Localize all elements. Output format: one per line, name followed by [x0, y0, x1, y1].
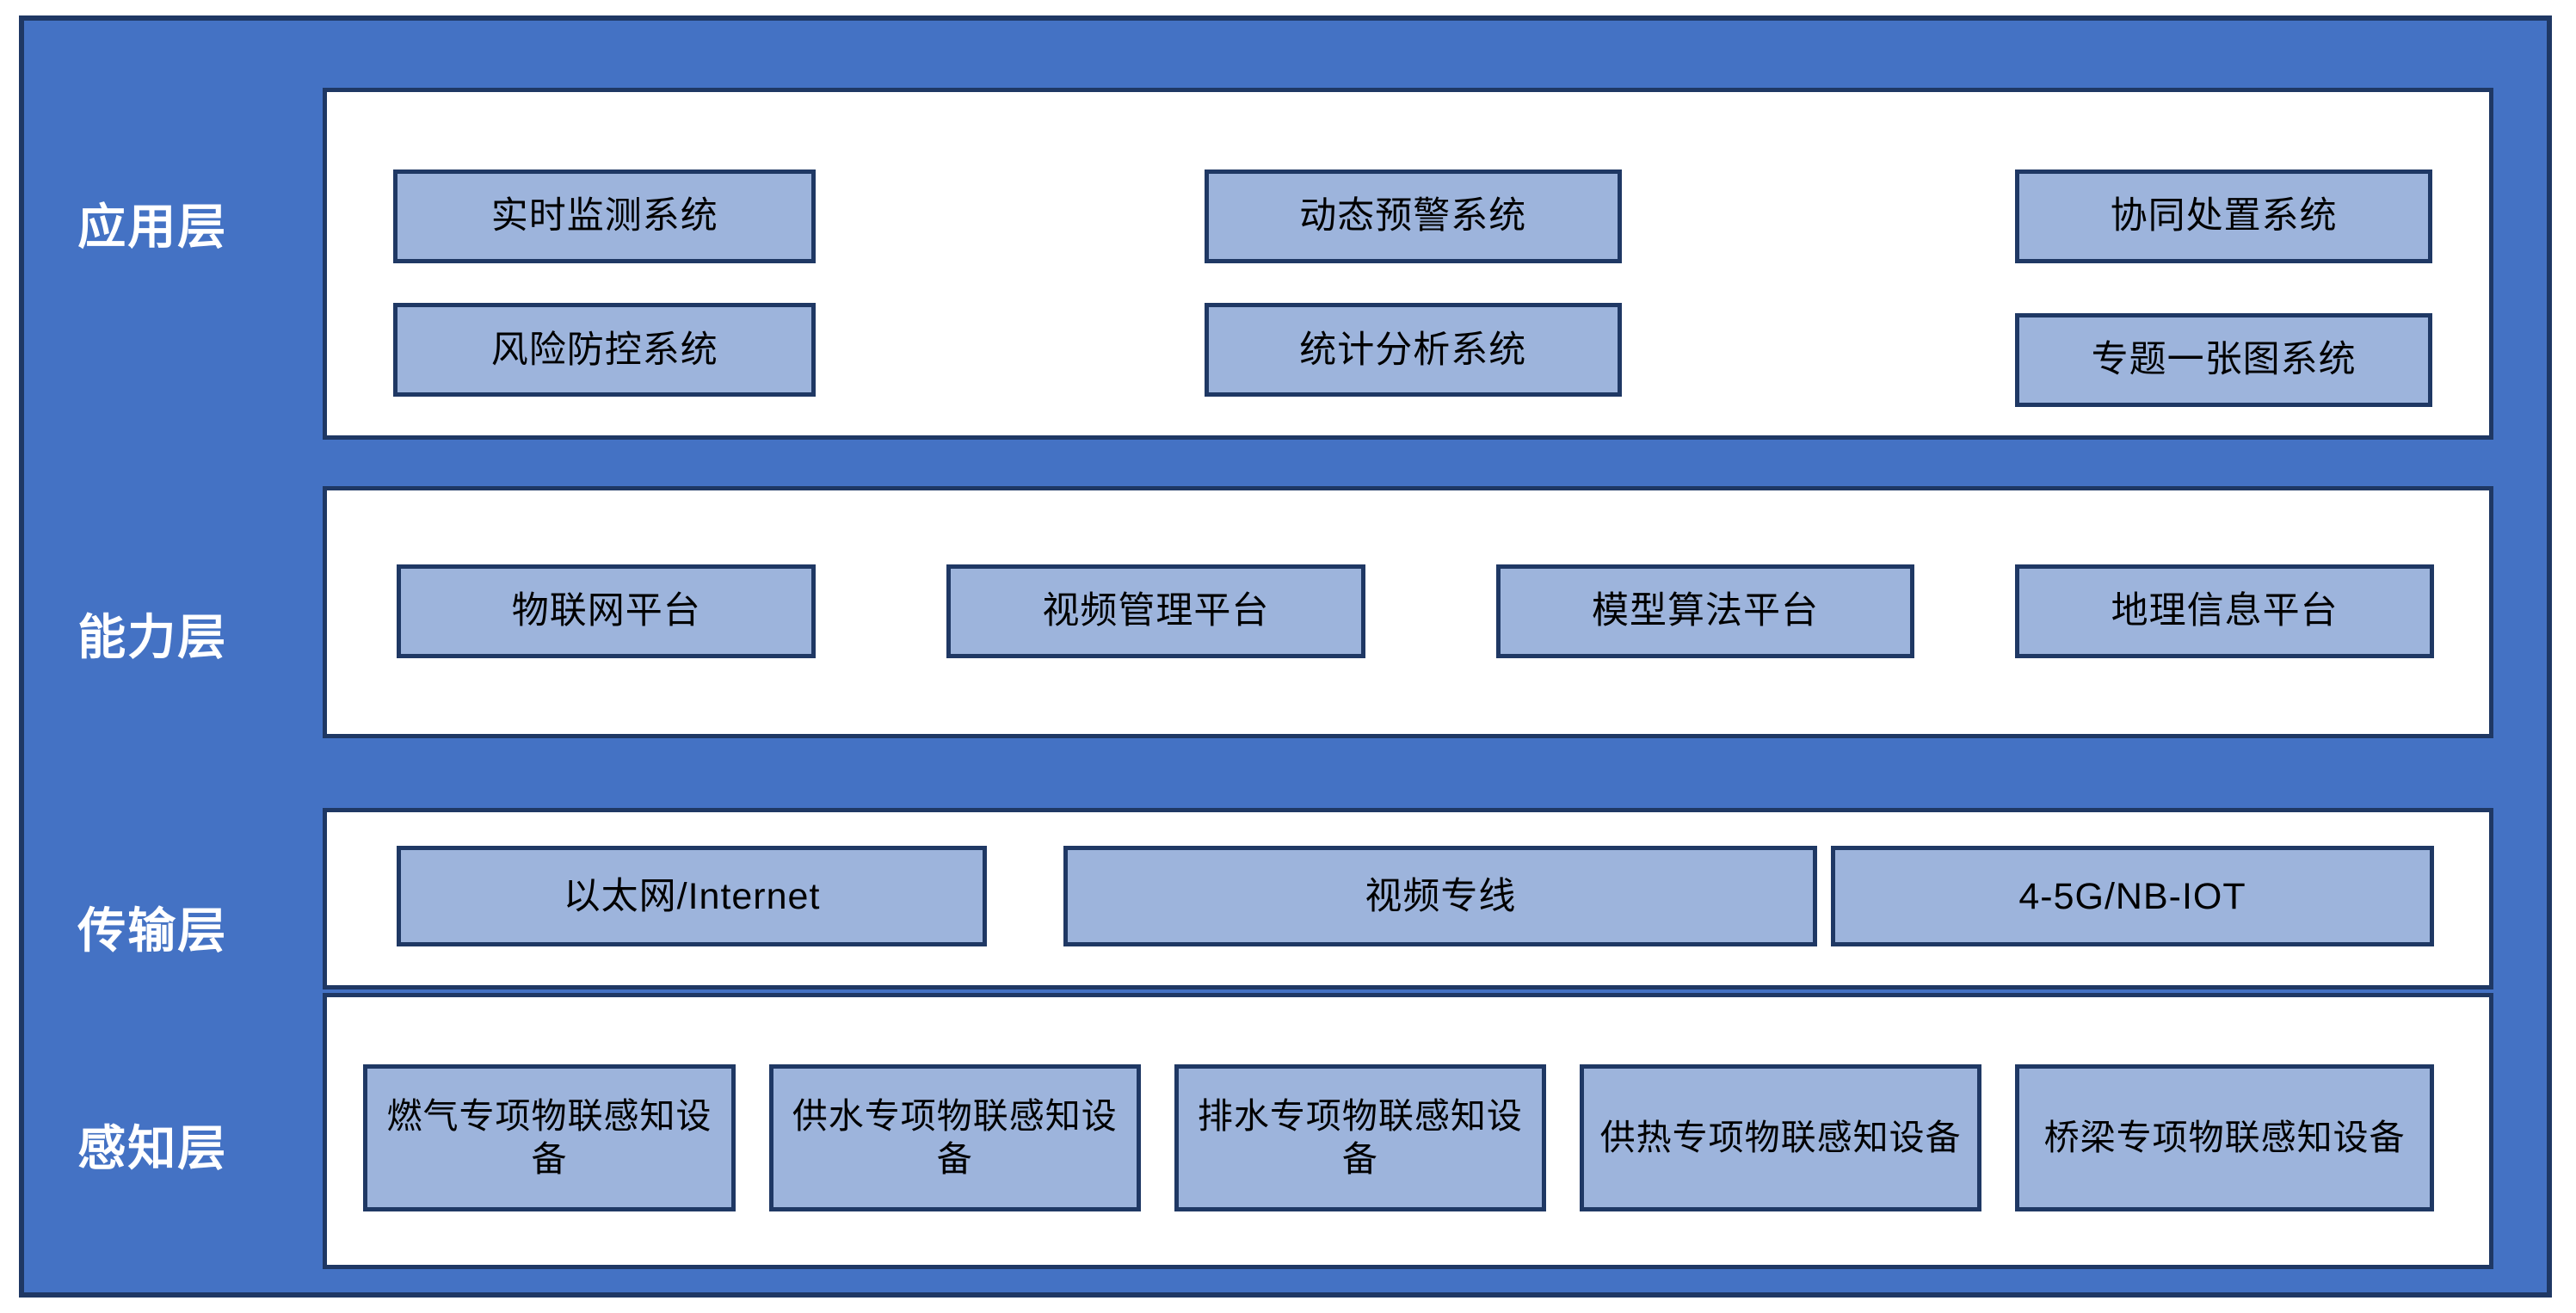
- layer-label-transmission: 传输层: [77, 903, 228, 958]
- node-thematic-one-map-system[interactable]: 专题一张图系统: [2015, 313, 2433, 408]
- node-heating-iot-sensing-equipment[interactable]: 供热专项物联感知设备: [1580, 1063, 1982, 1211]
- layer-panel-transmission: 以太网/Internet 视频专线 4-5G/NB-IOT: [322, 808, 2493, 989]
- node-model-algorithm-platform[interactable]: 模型算法平台: [1495, 564, 1915, 659]
- layer-panel-application: 实时监测系统 动态预警系统 协同处置系统 风险防控系统 统计分析系统 专题一张图…: [322, 87, 2493, 440]
- layer-label-perception: 感知层: [77, 1121, 228, 1175]
- layer-label-capability: 能力层: [77, 609, 228, 664]
- node-bridge-iot-sensing-equipment[interactable]: 桥梁专项物联感知设备: [2015, 1063, 2434, 1211]
- node-realtime-monitoring-system[interactable]: 实时监测系统: [393, 169, 817, 263]
- node-video-dedicated-line[interactable]: 视频专线: [1063, 846, 1818, 947]
- node-drainage-iot-sensing-equipment[interactable]: 排水专项物联感知设备: [1174, 1063, 1547, 1211]
- layer-panel-capability: 物联网平台 视频管理平台 模型算法平台 地理信息平台: [322, 486, 2493, 738]
- node-video-management-platform[interactable]: 视频管理平台: [946, 564, 1365, 659]
- node-dynamic-warning-system[interactable]: 动态预警系统: [1204, 169, 1622, 263]
- node-geographic-information-platform[interactable]: 地理信息平台: [2015, 564, 2434, 659]
- layer-panel-perception: 燃气专项物联感知设备 供水专项物联感知设备 排水专项物联感知设备 供热专项物联感…: [322, 992, 2493, 1270]
- layer-label-application: 应用层: [77, 199, 228, 254]
- architecture-outer-frame: 应用层 实时监测系统 动态预警系统 协同处置系统 风险防控系统 统计分析系统 专…: [19, 15, 2552, 1298]
- node-4-5g-nb-iot[interactable]: 4-5G/NB-IOT: [1831, 846, 2434, 947]
- node-risk-prevention-control-system[interactable]: 风险防控系统: [393, 303, 817, 398]
- node-gas-iot-sensing-equipment[interactable]: 燃气专项物联感知设备: [363, 1063, 736, 1211]
- node-statistical-analysis-system[interactable]: 统计分析系统: [1204, 303, 1622, 398]
- node-water-supply-iot-sensing-equipment[interactable]: 供水专项物联感知设备: [768, 1063, 1141, 1211]
- node-ethernet-internet[interactable]: 以太网/Internet: [397, 846, 987, 947]
- node-iot-platform[interactable]: 物联网平台: [397, 564, 817, 659]
- node-collaborative-disposal-system[interactable]: 协同处置系统: [2015, 169, 2433, 263]
